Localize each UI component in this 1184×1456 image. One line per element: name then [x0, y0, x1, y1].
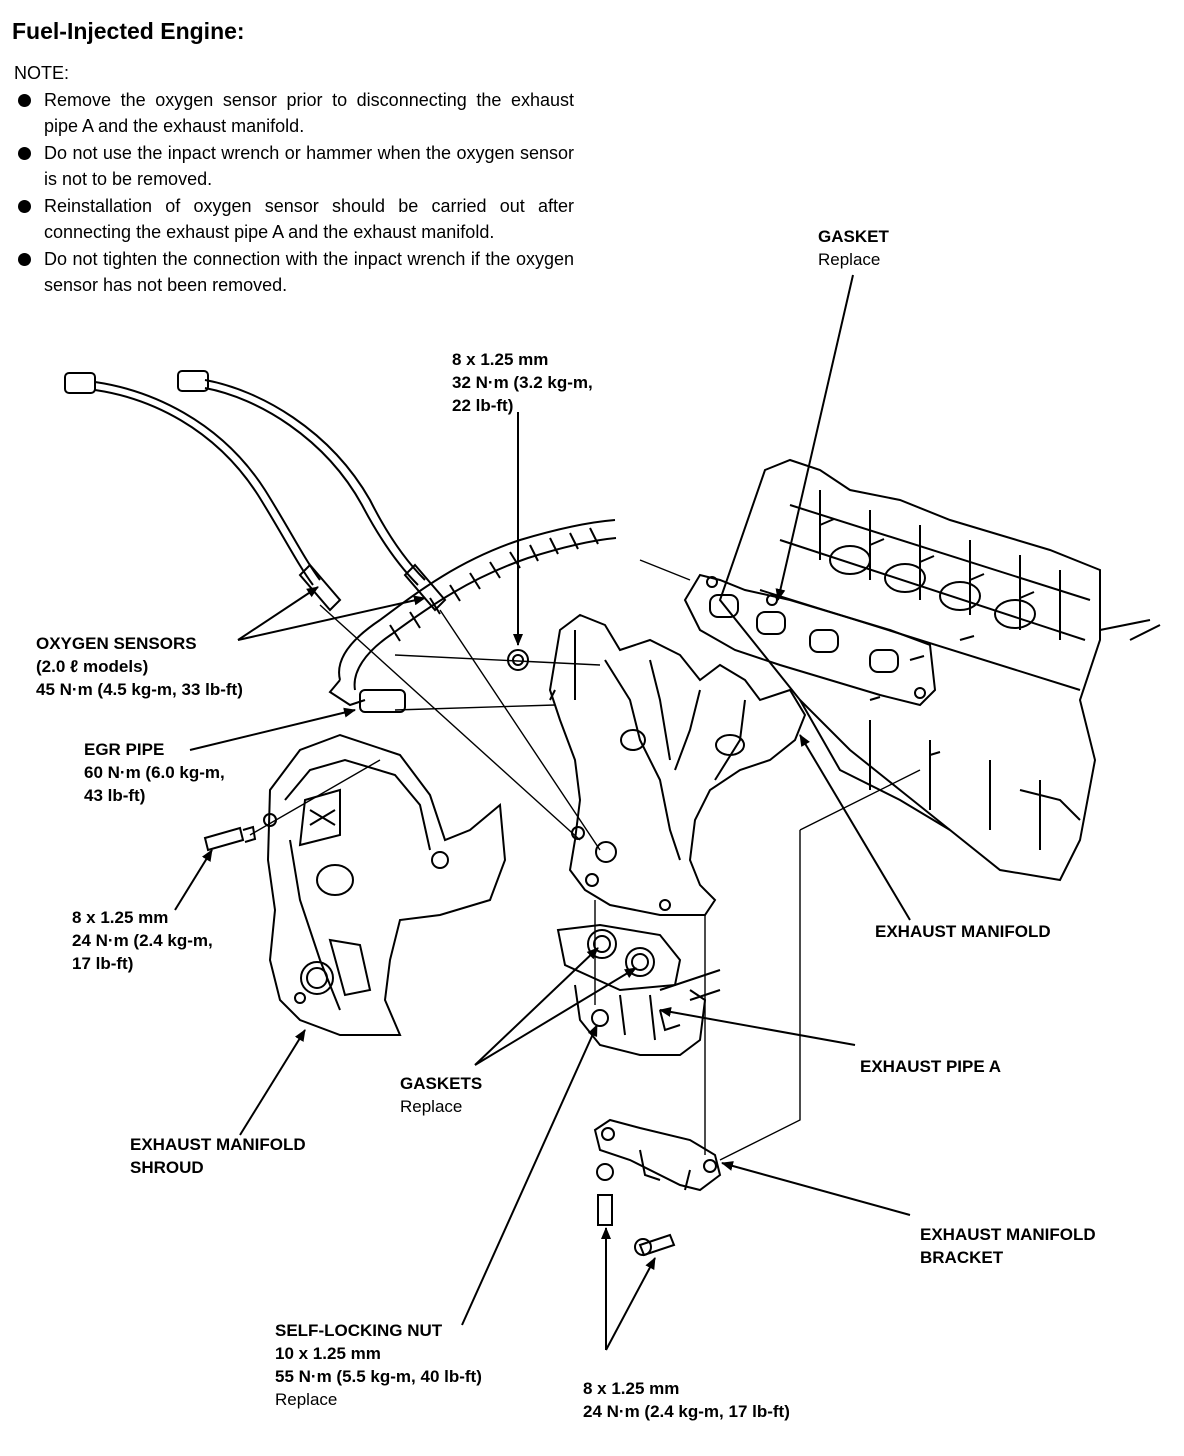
note-block: NOTE: Remove the oxygen sensor prior to …: [14, 60, 574, 299]
bolt-left-label: 8 x 1.25 mm 24 N·m (2.4 kg-m, 17 lb-ft): [72, 908, 213, 973]
bullet-icon: [18, 93, 31, 107]
bolt-bottom-label: 8 x 1.25 mm 24 N·m (2.4 kg-m, 17 lb-ft): [583, 1379, 790, 1421]
note-item: Remove the oxygen sensor prior to discon…: [14, 87, 574, 140]
oxygen-sensors-label: OXYGEN SENSORS (2.0 ℓ models) 45 N·m (4.…: [36, 634, 243, 699]
gaskets-label: GASKETS Replace: [400, 1074, 483, 1116]
oxygen-sensor-cables: [64, 370, 447, 612]
bolt-top-label: 8 x 1.25 mm 32 N·m (3.2 kg-m, 22 lb-ft): [452, 350, 593, 415]
gasket-label: GASKET Replace: [818, 227, 889, 269]
shroud-label: EXHAUST MANIFOLD SHROUD: [130, 1135, 306, 1177]
note-item: Do not use the inpact wrench or hammer w…: [14, 140, 574, 193]
exhaust-manifold-shroud: [263, 733, 507, 1036]
engine-block: [718, 458, 1161, 882]
bracket-label: EXHAUST MANIFOLD BRACKET: [920, 1225, 1096, 1267]
page-title: Fuel-Injected Engine:: [12, 18, 245, 44]
note-list: Remove the oxygen sensor prior to discon…: [14, 87, 574, 299]
exhaust-pipe-a-label: EXHAUST PIPE A: [860, 1057, 1002, 1076]
egr-pipe-label: EGR PIPE 60 N·m (6.0 kg-m, 43 lb-ft): [84, 740, 225, 805]
bullet-icon: [18, 252, 31, 266]
leader-lines: [174, 274, 911, 1351]
exhaust-pipe-a: [556, 923, 721, 1056]
exhaust-manifold-bracket: [593, 1118, 722, 1192]
exhaust-manifold: [548, 613, 807, 916]
bullet-icon: [18, 199, 31, 213]
self-locking-nut-label: SELF-LOCKING NUT 10 x 1.25 mm 55 N·m (5.…: [275, 1321, 482, 1409]
manifold-gasket: [683, 573, 937, 707]
fasteners: [203, 649, 676, 1257]
alignment-lines: [249, 559, 921, 1161]
note-item: Reinstallation of oxygen sensor should b…: [14, 193, 574, 246]
bullet-icon: [18, 146, 31, 160]
egr-pipe: [328, 519, 617, 713]
exhaust-manifold-label: EXHAUST MANIFOLD: [875, 922, 1051, 941]
note-heading: NOTE:: [14, 63, 70, 83]
note-item: Do not tighten the connection with the i…: [14, 246, 574, 299]
